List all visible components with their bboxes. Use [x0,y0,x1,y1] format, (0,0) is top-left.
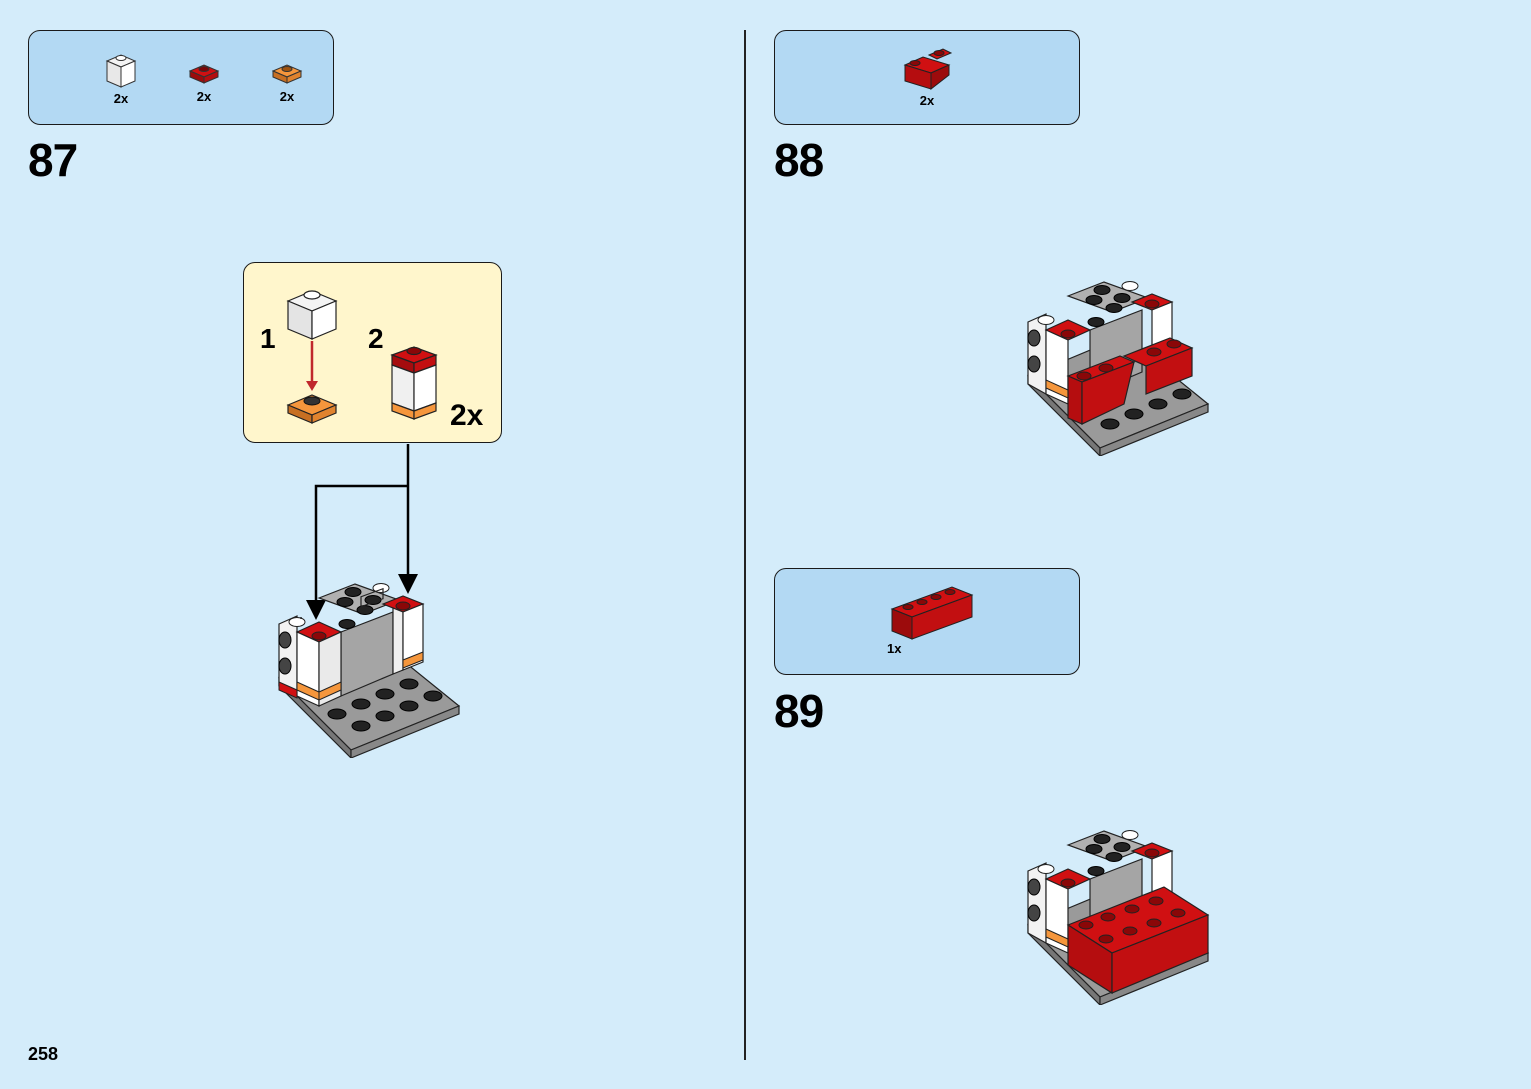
white-brick-1x1-icon [101,49,141,91]
part-orange-plate: 2x [257,59,317,104]
part-red-brick: 1x [881,583,981,656]
red-slope-brick-icon [899,45,955,93]
part-red-slope: 2x [897,45,957,108]
subassembly-callout: 1 2 2x [243,262,502,443]
part-qty: 2x [91,91,151,106]
part-white-brick: 2x [91,49,151,106]
red-plate-1x1-icon [184,59,224,89]
parts-list-step-88: 2x [774,30,1080,125]
page-divider [744,30,746,1060]
model-step-89 [1024,825,1214,1005]
red-brick-1x4-icon [886,583,976,641]
part-qty: 2x [174,89,234,104]
orange-plate-1x1-icon [267,59,307,89]
step-number: 88 [774,137,823,183]
part-red-plate: 2x [174,59,234,104]
substep-1-diagram [274,277,354,437]
step-number: 89 [774,688,823,734]
part-qty: 1x [881,641,981,656]
quantity-multiplier: 2x [450,399,483,433]
parts-list-step-89: 1x [774,568,1080,675]
part-qty: 2x [897,93,957,108]
parts-list-step-87: 2x 2x 2x [28,30,334,125]
step-number: 87 [28,137,77,183]
substep-2-diagram [384,341,454,431]
model-step-88 [1024,276,1214,456]
part-qty: 2x [257,89,317,104]
model-step-87 [275,578,465,758]
substep-number: 2 [368,323,384,355]
page-number: 258 [28,1044,58,1065]
